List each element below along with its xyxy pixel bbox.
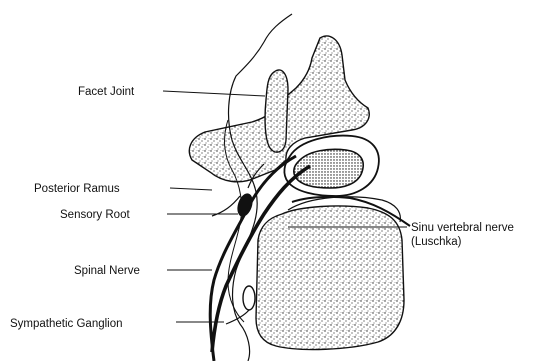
dorsal-root-ganglion bbox=[235, 191, 256, 218]
sympathetic-connection bbox=[226, 310, 249, 324]
leader-posterior-ramus bbox=[170, 188, 212, 190]
leader-facet-joint bbox=[163, 91, 265, 96]
vertebral-body bbox=[256, 206, 404, 349]
label-sinu-vertebral-nerve: Sinu vertebral nerve bbox=[411, 222, 514, 234]
label-sensory-root: Sensory Root bbox=[60, 209, 130, 221]
contour-top bbox=[264, 14, 292, 42]
label-sympathetic-ganglion: Sympathetic Ganglion bbox=[10, 318, 123, 330]
label-posterior-ramus: Posterior Ramus bbox=[34, 183, 120, 195]
label-luschka: (Luschka) bbox=[411, 236, 462, 248]
facet-joint-shape bbox=[265, 70, 288, 152]
ramus-branch-1 bbox=[212, 196, 240, 216]
sympathetic-ganglion-shape bbox=[243, 286, 255, 310]
label-facet-joint: Facet Joint bbox=[78, 86, 135, 98]
label-spinal-nerve: Spinal Nerve bbox=[74, 265, 140, 277]
